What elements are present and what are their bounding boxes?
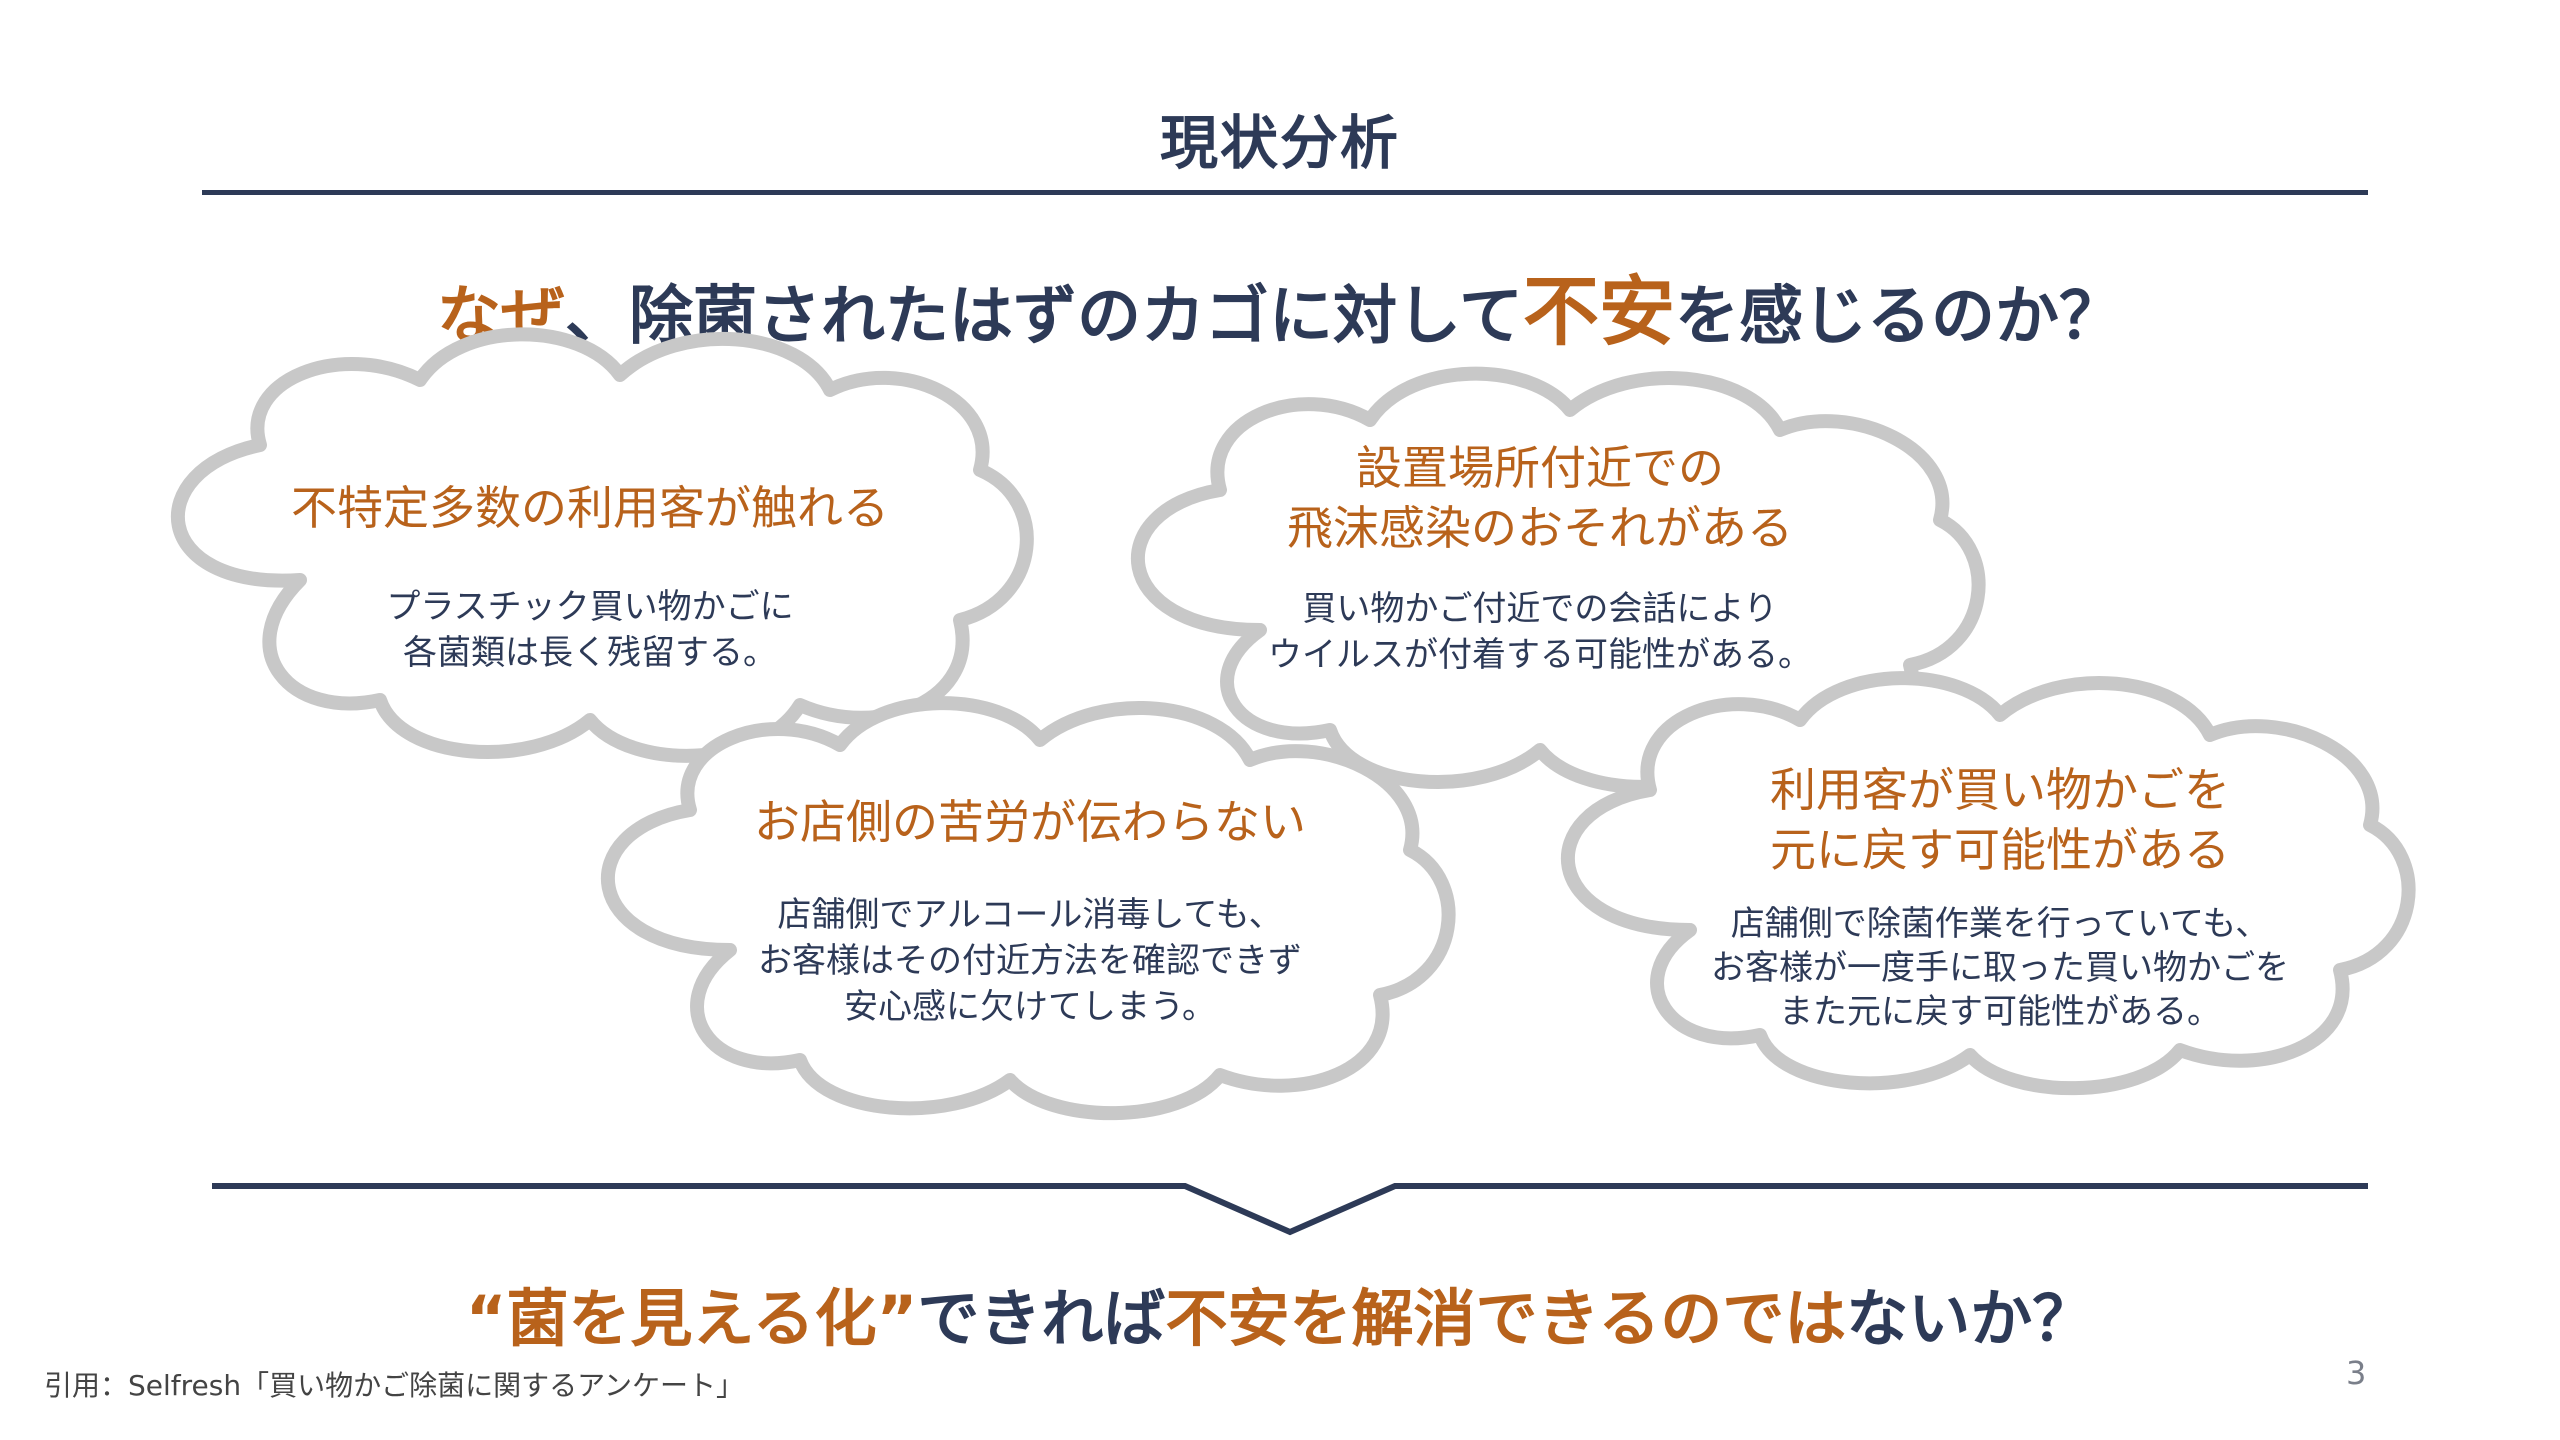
title-divider bbox=[202, 190, 2368, 195]
cloud-shape-3 bbox=[600, 696, 1456, 1121]
cloud-shape-2 bbox=[1130, 366, 1986, 794]
cloud-4-heading: 利用客が買い物かごを 元に戻す可能性がある bbox=[1770, 763, 2230, 877]
slide-title: 現状分析 bbox=[1159, 109, 1400, 177]
cloud-4: 利用客が買い物かごを 元に戻す可能性がある 店舗側で除菌作業を行っていても、 お… bbox=[1620, 760, 2380, 1034]
question-end: を感じるのか？ bbox=[1675, 280, 2124, 354]
cloud-2: 設置場所付近での 飛沫感染のおそれがある 買い物かご付近での会話により ウイルス… bbox=[1170, 438, 1910, 678]
cloud-1-body: プラスチック買い物かごに 各菌類は長く残留する。 bbox=[386, 587, 794, 673]
cloud-3-body: 店舗側でアルコール消毒しても、 お客様はその付近方法を確認できず 安心感に欠けて… bbox=[758, 895, 1302, 1027]
question-anxiety: 不安 bbox=[1523, 267, 1676, 356]
conclusion-resolve: 不安を解消できるのでは bbox=[1165, 1282, 1847, 1355]
cloud-shape-4 bbox=[1560, 671, 2416, 1096]
chevron-divider bbox=[212, 1183, 2368, 1236]
cloud-shape-1 bbox=[170, 327, 1034, 763]
cloud-2-heading: 設置場所付近での 飛沫感染のおそれがある bbox=[1287, 441, 1793, 555]
conclusion-if: できれば bbox=[917, 1282, 1166, 1355]
cloud-1-heading: 不特定多数の利用客が触れる bbox=[291, 481, 889, 535]
cloud-2-body: 買い物かご付近での会話により ウイルスが付着する可能性がある。 bbox=[1268, 589, 1812, 675]
cloud-3: お店側の苦労が伝わらない 店舗側でアルコール消毒しても、 お客様はその付近方法を… bbox=[660, 792, 1400, 1030]
page-number: 3 bbox=[2346, 1354, 2367, 1392]
cloud-3-heading: お店側の苦労が伝わらない bbox=[754, 795, 1306, 849]
conclusion-visualize: “菌を見える化” bbox=[465, 1282, 918, 1355]
conclusion-end: ないか？ bbox=[1846, 1282, 2095, 1355]
cloud-4-body: 店舗側で除菌作業を行っていても、 お客様が一度手に取った買い物かごを また元に戻… bbox=[1711, 904, 2289, 1032]
cloud-1: 不特定多数の利用客が触れる プラスチック買い物かごに 各菌類は長く残留する。 bbox=[230, 478, 950, 676]
conclusion: “菌を見える化”できれば不安を解消できるのではないか？ bbox=[0, 1268, 2560, 1358]
citation: 引用：Selfresh「買い物かご除菌に関するアンケート」 bbox=[44, 1369, 744, 1402]
